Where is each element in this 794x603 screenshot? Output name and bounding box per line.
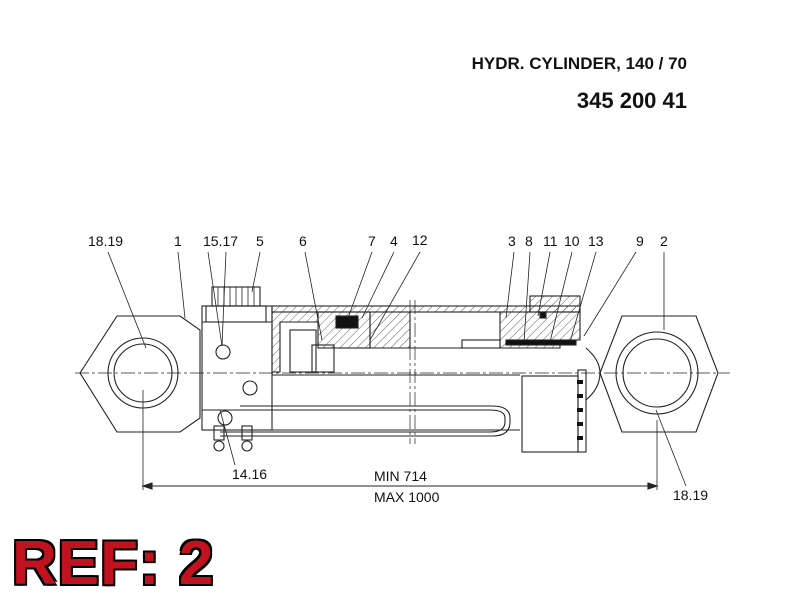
callout-11: 11 (543, 233, 558, 249)
right-eye-bore (615, 331, 699, 415)
callout-8: 8 (525, 233, 533, 249)
right-eye-body (599, 315, 719, 433)
callout-12: 12 (412, 232, 428, 248)
head-bolt (215, 344, 231, 360)
callout-3: 3 (508, 233, 516, 249)
callout-14-16: 14.16 (232, 466, 268, 482)
callout-1: 1 (174, 233, 182, 249)
drawing-title: HYDR. CYLINDER, 140 / 70 (471, 54, 687, 73)
callout-10: 10 (564, 233, 580, 249)
callout-5: 5 (256, 233, 264, 249)
piston-seal (335, 315, 359, 329)
callout-9: 9 (636, 233, 644, 249)
dimension-max: MAX 1000 (374, 489, 440, 505)
callout-18-19-right: 18.19 (673, 487, 709, 503)
head-bolt (242, 380, 258, 396)
part-number: 345 200 41 (576, 88, 687, 113)
gland-seal (505, 339, 577, 346)
callout-18-19-left: 18.19 (88, 233, 124, 249)
left-eye-body (79, 315, 201, 433)
dimension-min: MIN 714 (374, 468, 427, 484)
callout-7: 7 (368, 233, 376, 249)
head-block (201, 305, 273, 431)
callout-2: 2 (660, 233, 668, 249)
ref-badge: REF: 2 (12, 529, 215, 598)
rod-end-block (521, 375, 579, 453)
callout-13: 13 (588, 233, 604, 249)
callout-6: 6 (299, 233, 307, 249)
callout-4: 4 (390, 233, 398, 249)
callout-15-17: 15.17 (203, 233, 239, 249)
leader-lines (107, 251, 687, 487)
